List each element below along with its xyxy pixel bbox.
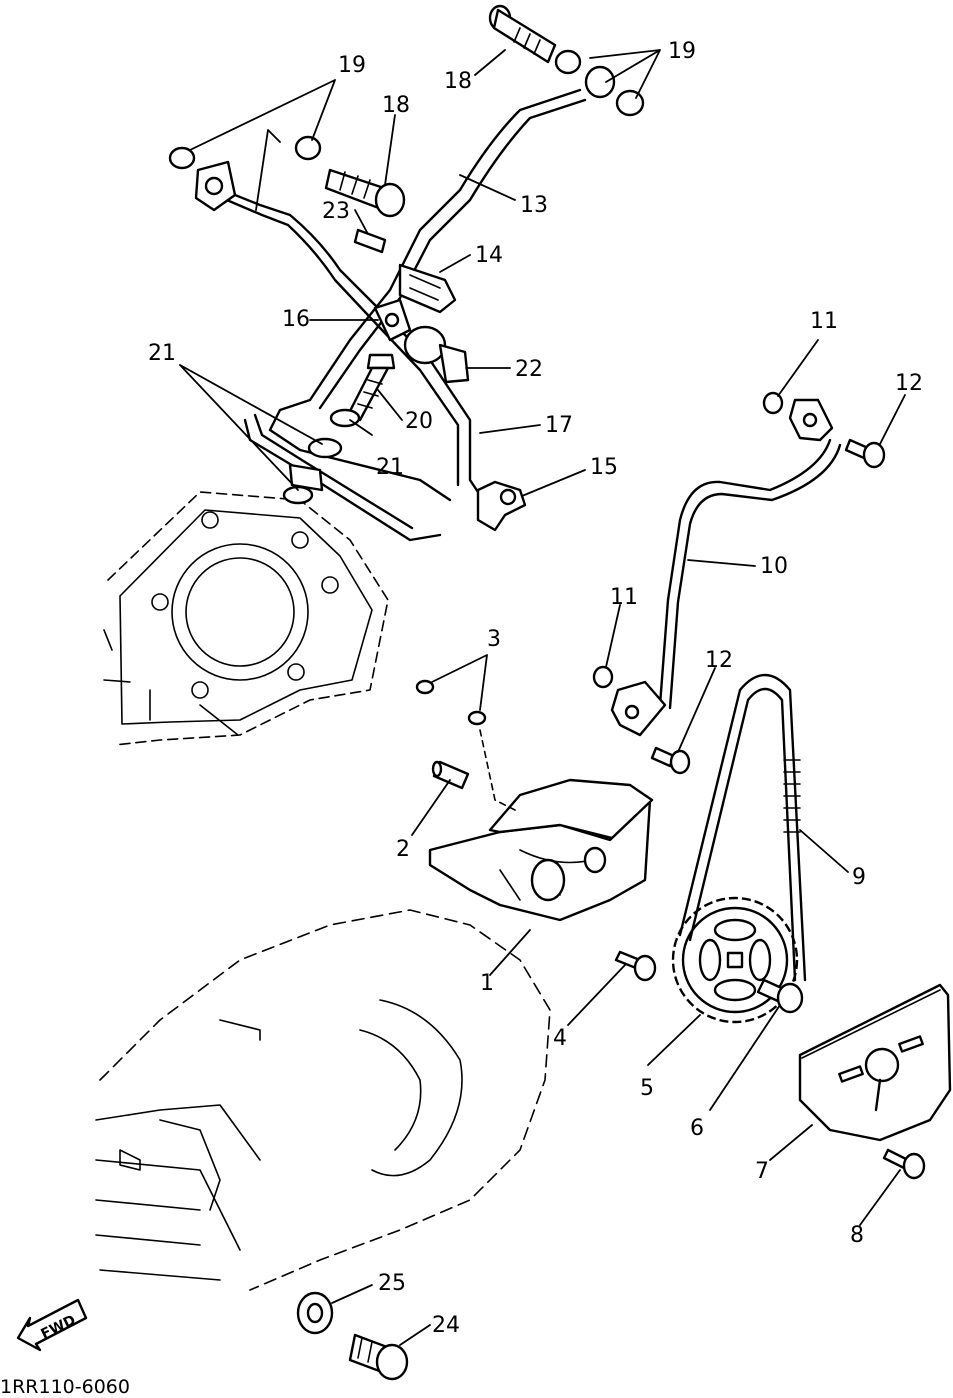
callout-1: 1	[480, 971, 494, 996]
callout-14: 14	[475, 243, 503, 268]
bolt-6	[756, 978, 804, 1014]
o-rings-11	[592, 391, 784, 689]
callout-17: 17	[545, 413, 573, 438]
callout-10: 10	[760, 554, 788, 579]
callout-21-bottom: 21	[376, 455, 404, 480]
clamp-23	[353, 228, 387, 254]
drive-chain	[678, 673, 807, 982]
callout-16: 16	[282, 307, 310, 332]
callout-9: 9	[852, 865, 866, 890]
bolt-4	[614, 950, 657, 982]
callout-8: 8	[850, 1223, 864, 1248]
fitting-22	[403, 325, 470, 384]
callout-19-left: 19	[338, 53, 366, 78]
callout-13: 13	[520, 193, 548, 218]
clamp-14	[398, 263, 457, 314]
dowel-pin	[431, 760, 470, 790]
crankcase-outline	[95, 909, 551, 1291]
callout-labels: 19 18 19 18 13 23 14 16 22 21 20 17 21 1…	[148, 39, 923, 1338]
drain-bolt-24	[348, 1333, 409, 1381]
callout-11-top: 11	[810, 309, 838, 334]
fwd-arrow: FWD	[16, 1298, 88, 1352]
bolts-12	[650, 438, 886, 775]
callout-20: 20	[405, 409, 433, 434]
callout-18-left: 18	[382, 93, 410, 118]
callout-18-top: 18	[444, 69, 472, 94]
oil-pump	[428, 778, 654, 922]
o-rings	[415, 679, 516, 811]
oil-pipe-13	[268, 88, 587, 502]
union-bolt-18-top	[488, 4, 557, 64]
callout-2: 2	[396, 837, 410, 862]
oil-pipe-10	[610, 398, 842, 737]
cylinder-outline	[103, 491, 389, 746]
callout-5: 5	[640, 1076, 654, 1101]
diagram-code: 1RR110-6060	[0, 1376, 130, 1398]
callout-6: 6	[690, 1116, 704, 1141]
bolt-20	[346, 353, 396, 422]
callout-12-top: 12	[895, 371, 923, 396]
leader-lines	[179, 49, 906, 1346]
sprocket-cover	[798, 983, 952, 1142]
callout-19-top: 19	[668, 39, 696, 64]
callout-4: 4	[553, 1026, 567, 1051]
washers-21	[282, 408, 361, 505]
callout-23: 23	[322, 199, 350, 224]
fitting-15	[476, 480, 527, 532]
callout-15: 15	[590, 455, 618, 480]
callout-25: 25	[378, 1271, 406, 1296]
fitting-16	[373, 298, 412, 342]
union-bolt-18-left	[324, 168, 406, 218]
washer-25	[296, 1291, 334, 1335]
callout-22: 22	[515, 357, 543, 382]
banjo-left	[194, 160, 237, 212]
callout-24: 24	[432, 1313, 460, 1338]
callout-11-bottom: 11	[610, 585, 638, 610]
callout-12-bottom: 12	[705, 648, 733, 673]
callout-7: 7	[755, 1159, 769, 1184]
washers-19	[168, 49, 645, 170]
callout-21-top: 21	[148, 341, 176, 366]
bolt-8	[882, 1148, 926, 1180]
callout-3: 3	[487, 627, 501, 652]
